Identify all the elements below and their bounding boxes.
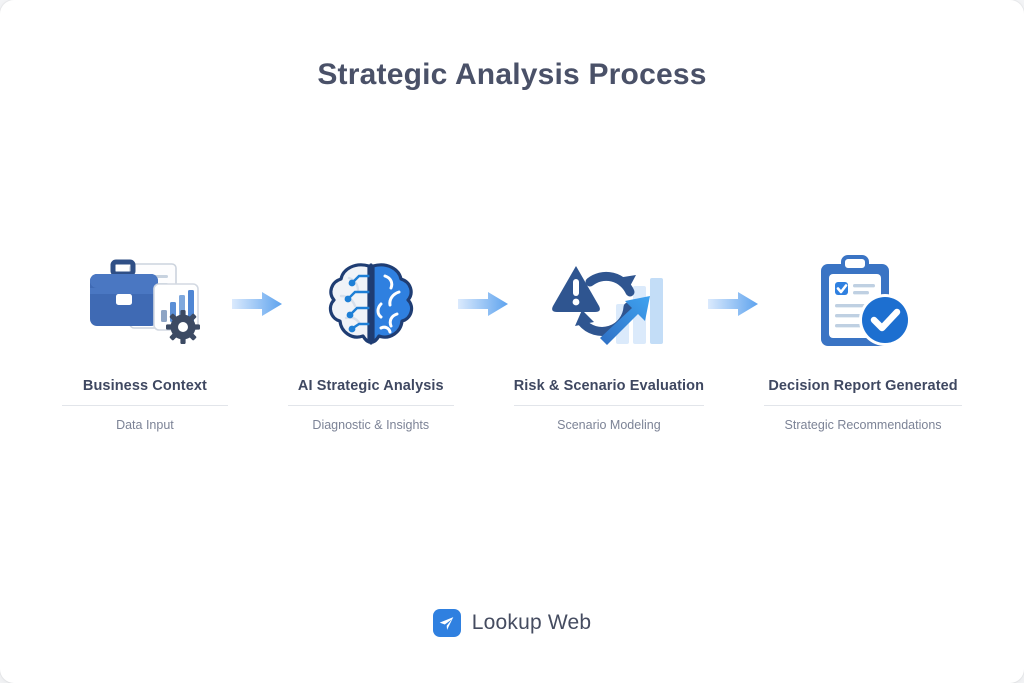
process-flow: Business Context Data Input [62, 252, 962, 432]
footer-brand: Lookup Web [0, 609, 1024, 637]
flow-step-ai-strategic-analysis[interactable]: AI Strategic Analysis Diagnostic & Insig… [287, 252, 454, 432]
flow-connector-3 [704, 252, 764, 356]
step-title: Business Context [82, 378, 207, 394]
briefcase-documents-gear-icon [80, 252, 210, 356]
step-subtitle: Data Input [116, 418, 174, 432]
arrow-right-icon [708, 292, 759, 316]
flow-connector-1 [228, 252, 288, 356]
step-title: AI Strategic Analysis [297, 378, 444, 394]
arrow-right-icon [457, 292, 508, 316]
step-subtitle: Diagnostic & Insights [312, 418, 430, 432]
step-divider [513, 405, 705, 406]
brand-name: Lookup Web [471, 611, 592, 634]
paper-plane-icon [432, 609, 461, 637]
step-title: Decision Report Generated [768, 378, 958, 394]
step-divider [764, 405, 962, 406]
page-title: Strategic Analysis Process [317, 58, 707, 91]
step-title: Risk & Scenario Evaluation [513, 378, 705, 394]
flow-connector-2 [454, 252, 514, 356]
flow-step-risk-scenario-evaluation[interactable]: Risk & Scenario Evaluation Scenario Mode… [513, 252, 705, 432]
flow-step-business-context[interactable]: Business Context Data Input [62, 252, 228, 432]
step-subtitle: Strategic Recommendations [784, 418, 942, 432]
flow-step-decision-report-generated[interactable]: Decision Report Generated Strategic Reco… [764, 252, 962, 432]
step-divider [287, 405, 454, 406]
warning-refresh-trend-icon [544, 252, 674, 356]
step-divider [62, 405, 228, 406]
step-subtitle: Scenario Modeling [557, 418, 661, 432]
brain-circuit-icon [306, 252, 436, 356]
clipboard-check-icon [798, 252, 928, 356]
arrow-right-icon [231, 292, 282, 316]
